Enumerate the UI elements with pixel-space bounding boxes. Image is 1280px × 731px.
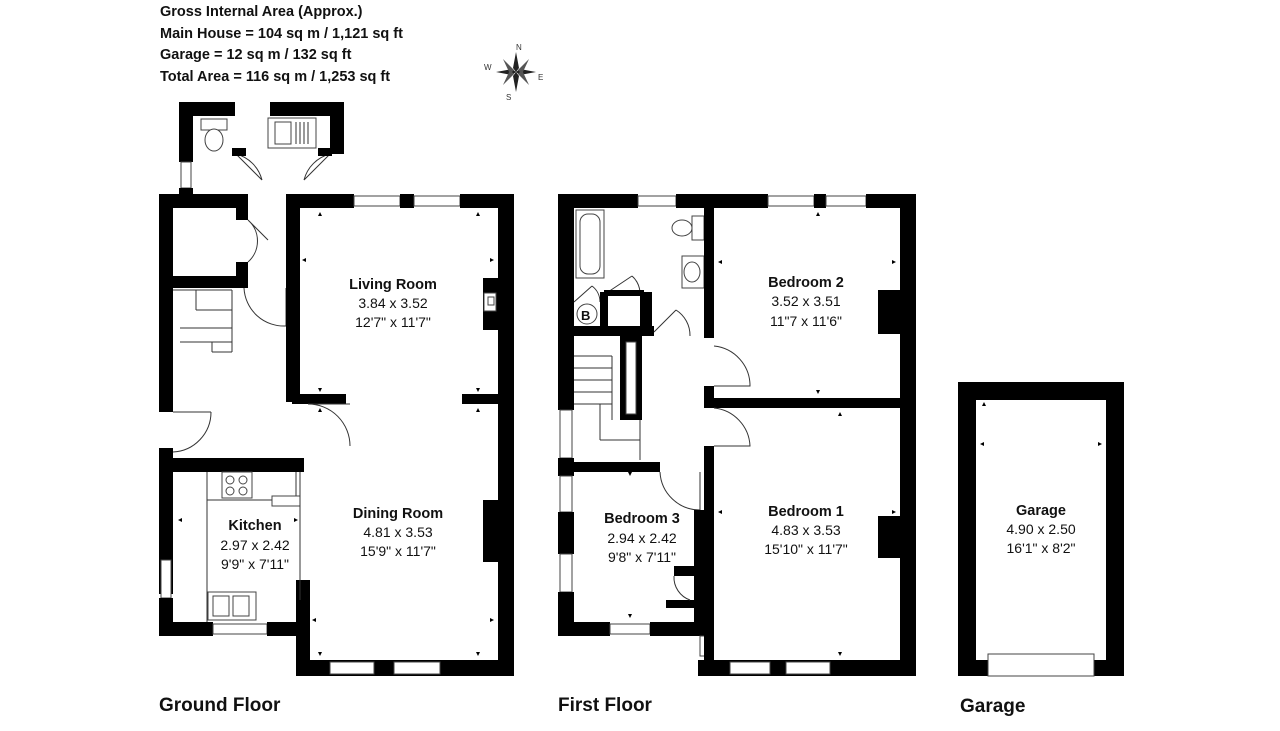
dining-room-name: Dining Room xyxy=(353,506,443,522)
bedroom-1-imperial: 15'10" x 11'7" xyxy=(764,541,848,557)
bedroom-1-metric: 4.83 x 3.53 xyxy=(771,522,840,538)
first-floor-plan: B xyxy=(558,194,916,676)
dining-room-imperial: 15'9" x 11'7" xyxy=(360,543,436,559)
first-floor-label: First Floor xyxy=(558,695,653,716)
compass-west: W xyxy=(484,63,492,72)
bedroom-1-name: Bedroom 1 xyxy=(768,504,844,520)
ground-floor-label: Ground Floor xyxy=(159,695,281,716)
garage-metric: 4.90 x 2.50 xyxy=(1006,521,1075,537)
bedroom-3-name: Bedroom 3 xyxy=(604,511,680,527)
garage-floor-label: Garage xyxy=(960,696,1025,717)
area-title: Gross Internal Area (Approx.) xyxy=(160,4,363,20)
room-dining: Dining Room 4.81 x 3.53 15'9" x 11'7" xyxy=(353,506,443,559)
compass-north: N xyxy=(516,43,522,52)
bedroom-2-name: Bedroom 2 xyxy=(768,275,844,291)
kitchen-imperial: 9'9" x 7'11" xyxy=(221,556,289,572)
room-bedroom-1: Bedroom 1 4.83 x 3.53 15'10" x 11'7" xyxy=(764,504,848,557)
garage-name: Garage xyxy=(1016,503,1066,519)
bedroom-3-imperial: 9'8" x 7'11" xyxy=(608,549,676,565)
compass-icon: N E S W xyxy=(484,43,543,102)
room-garage: Garage 4.90 x 2.50 16'1" x 8'2" xyxy=(1006,503,1075,556)
room-kitchen: Kitchen 2.97 x 2.42 9'9" x 7'11" xyxy=(220,518,289,572)
area-total: Total Area = 116 sq m / 1,253 sq ft xyxy=(160,68,391,85)
area-garage: Garage = 12 sq m / 132 sq ft xyxy=(160,47,352,63)
bedroom-3-metric: 2.94 x 2.42 xyxy=(607,530,676,546)
area-summary: Gross Internal Area (Approx.) Main House… xyxy=(160,2,403,88)
dining-room-metric: 4.81 x 3.53 xyxy=(363,524,432,540)
living-room-imperial: 12'7" x 11'7" xyxy=(355,314,431,330)
bedroom-2-imperial: 11"7 x 11'6" xyxy=(770,313,842,329)
measurement-ticks xyxy=(178,212,1102,656)
kitchen-name: Kitchen xyxy=(228,518,281,534)
living-room-name: Living Room xyxy=(349,277,437,293)
garage-plan xyxy=(958,382,1124,677)
compass-south: S xyxy=(506,93,511,102)
room-bedroom-3: Bedroom 3 2.94 x 2.42 9'8" x 7'11" xyxy=(604,511,680,565)
living-room-metric: 3.84 x 3.52 xyxy=(358,295,427,311)
kitchen-metric: 2.97 x 2.42 xyxy=(220,537,289,553)
area-main-house: Main House = 104 sq m / 1,121 sq ft xyxy=(160,25,403,42)
bedroom-2-metric: 3.52 x 3.51 xyxy=(771,293,840,309)
boiler-label: B xyxy=(581,308,590,323)
compass-east: E xyxy=(538,73,543,82)
ground-floor-plan xyxy=(159,102,514,676)
room-bedroom-2: Bedroom 2 3.52 x 3.51 11"7 x 11'6" xyxy=(768,275,844,329)
room-living: Living Room 3.84 x 3.52 12'7" x 11'7" xyxy=(349,277,437,330)
garage-imperial: 16'1" x 8'2" xyxy=(1007,540,1076,556)
